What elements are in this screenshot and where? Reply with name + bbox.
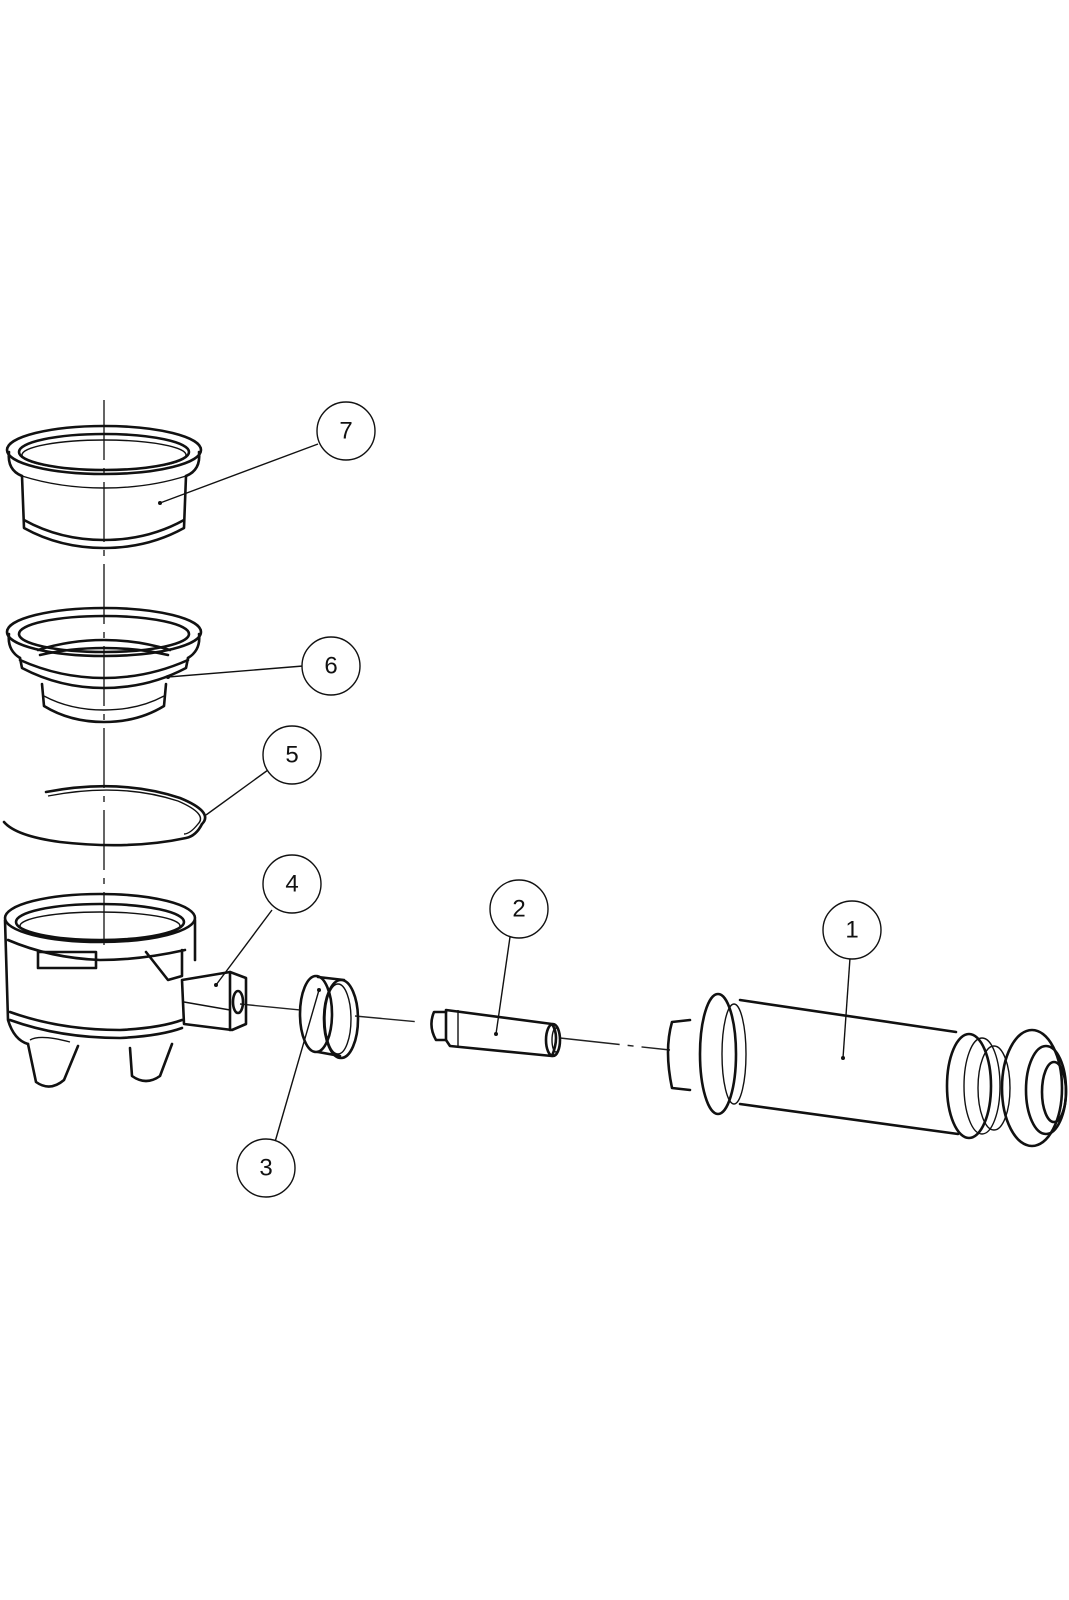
svg-text:2: 2 [512,896,525,923]
horizontal-center-axis [239,1003,671,1051]
leader-1 [842,957,851,1059]
callout-6: 6 [301,636,361,696]
leader-3 [274,989,320,1143]
callout-4: 4 [262,854,322,914]
callout-5: 5 [262,725,322,785]
part-7-filter-basket [5,424,203,550]
leader-5 [205,769,269,816]
part-1-handle [666,992,1068,1148]
svg-text:1: 1 [845,917,858,944]
svg-text:6: 6 [324,653,337,680]
svg-text:3: 3 [259,1155,272,1182]
leader-7 [159,443,319,504]
part-2-pin [430,1008,562,1058]
svg-text:4: 4 [285,871,298,898]
svg-text:5: 5 [285,742,298,769]
part-6-filter-insert [5,606,203,724]
svg-text:7: 7 [339,418,352,445]
part-5-spring-clip [2,784,207,847]
part-4-portafilter-body [3,892,248,1088]
callout-3: 3 [236,1138,296,1198]
part-3-sleeve [298,974,360,1060]
callout-7: 7 [316,401,376,461]
leader-4 [215,909,273,986]
callout-2: 2 [489,879,549,939]
callout-1: 1 [822,900,882,960]
leader-6 [167,665,304,678]
leader-2 [495,936,511,1035]
